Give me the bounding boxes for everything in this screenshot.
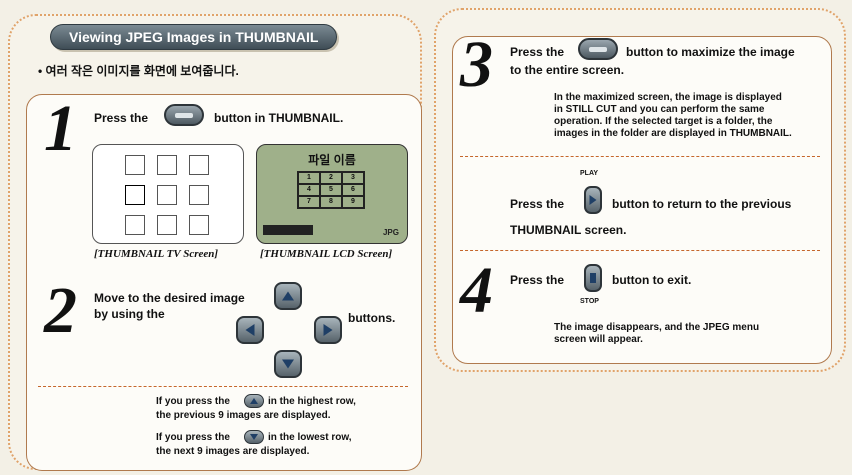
left-arrow-icon: [236, 316, 264, 344]
step2-buttons: buttons.: [348, 311, 396, 325]
lcd-cell: 2: [320, 172, 342, 184]
lcd-status-bar-icon: [263, 225, 313, 235]
step2-line2: by using the: [94, 307, 165, 321]
step3-desc2: in STILL CUT and you can perform the sam…: [554, 104, 765, 115]
lcd-cell: 5: [320, 184, 342, 196]
select-button-icon: [578, 38, 618, 60]
section-title: Viewing JPEG Images in THUMBNAIL: [50, 24, 338, 50]
note1-b: in the highest row,: [268, 396, 356, 407]
lcd-caption: [THUMBNAIL LCD Screen]: [260, 248, 393, 260]
step2-number: 2: [44, 274, 77, 347]
tv-caption: [THUMBNAIL TV Screen]: [94, 248, 219, 260]
step2-box: [26, 270, 422, 471]
play-label: PLAY: [580, 170, 599, 177]
right-panel: 3 Press the button to maximize the image…: [434, 8, 846, 372]
note2-c: the next 9 images are displayed.: [156, 446, 310, 457]
thumb-1: [125, 155, 145, 175]
lcd-format-tag: JPG: [382, 228, 399, 237]
note2-a: If you press the: [156, 432, 230, 443]
divider: [460, 250, 820, 251]
step4-number: 4: [460, 254, 493, 327]
thumb-3: [189, 155, 209, 175]
lcd-cell: 9: [342, 196, 364, 208]
step34-box: [452, 36, 832, 364]
right-arrow-icon: [314, 316, 342, 344]
lcd-cell: 8: [320, 196, 342, 208]
down-arrow-icon: [274, 350, 302, 378]
step4-desc1: The image disappears, and the JPEG menu: [554, 322, 760, 333]
step3-desc1: In the maximized screen, the image is di…: [554, 92, 782, 103]
thumb-4-selected: [125, 185, 145, 205]
select-button-icon: [164, 104, 204, 126]
step3-number: 3: [460, 28, 493, 101]
lcd-cell: 4: [298, 184, 320, 196]
step4-exit-text: button to exit.: [612, 273, 692, 287]
lcd-cell: 7: [298, 196, 320, 208]
step3-line2: to the entire screen.: [510, 63, 625, 77]
lcd-cell: 1: [298, 172, 320, 184]
step3-return-line2: THUMBNAIL screen.: [510, 223, 627, 237]
divider: [38, 386, 408, 387]
thumb-9: [189, 215, 209, 235]
subtitle: • 여러 작은 이미지를 화면에 보여줍니다.: [38, 64, 239, 78]
mini-down-arrow-icon: [244, 430, 264, 444]
lcd-grid: 1 2 3 4 5 6 7 8 9: [297, 171, 365, 209]
lcd-file-name: 파일 이름: [308, 153, 356, 167]
lcd-cell: 3: [342, 172, 364, 184]
step4-press: Press the: [510, 273, 565, 287]
step1-text-before: Press the: [94, 111, 149, 125]
thumb-8: [157, 215, 177, 235]
lcd-cell: 6: [342, 184, 364, 196]
thumb-2: [157, 155, 177, 175]
note1-c: the previous 9 images are displayed.: [156, 410, 331, 421]
step3-return-text: button to return to the previous: [612, 197, 792, 211]
step1-number: 1: [44, 92, 77, 165]
step4-desc2: screen will appear.: [554, 334, 643, 345]
step1-text-after: button in THUMBNAIL.: [214, 111, 344, 125]
thumb-6: [189, 185, 209, 205]
step3-desc4: images in the folder are displayed in TH…: [554, 128, 792, 139]
tv-screen: [92, 144, 244, 244]
stop-button-icon: [584, 264, 602, 292]
step3-press: Press the: [510, 197, 565, 211]
lcd-screen: 파일 이름 1 2 3 4 5 6 7 8 9 JPG: [256, 144, 408, 244]
mini-up-arrow-icon: [244, 394, 264, 408]
thumb-5: [157, 185, 177, 205]
up-arrow-icon: [274, 282, 302, 310]
step3-text-after: button to maximize the image: [626, 45, 795, 59]
step3-text-before: Press the: [510, 45, 565, 59]
step3-desc3: operation. If the selected target is a f…: [554, 116, 773, 127]
thumb-7: [125, 215, 145, 235]
left-panel: Viewing JPEG Images in THUMBNAIL • 여러 작은…: [8, 14, 422, 471]
note2-b: in the lowest row,: [268, 432, 352, 443]
play-button-icon: [584, 186, 602, 214]
divider: [460, 156, 820, 157]
note1-a: If you press the: [156, 396, 230, 407]
stop-label: STOP: [580, 298, 599, 305]
step2-line1: Move to the desired image: [94, 291, 245, 305]
